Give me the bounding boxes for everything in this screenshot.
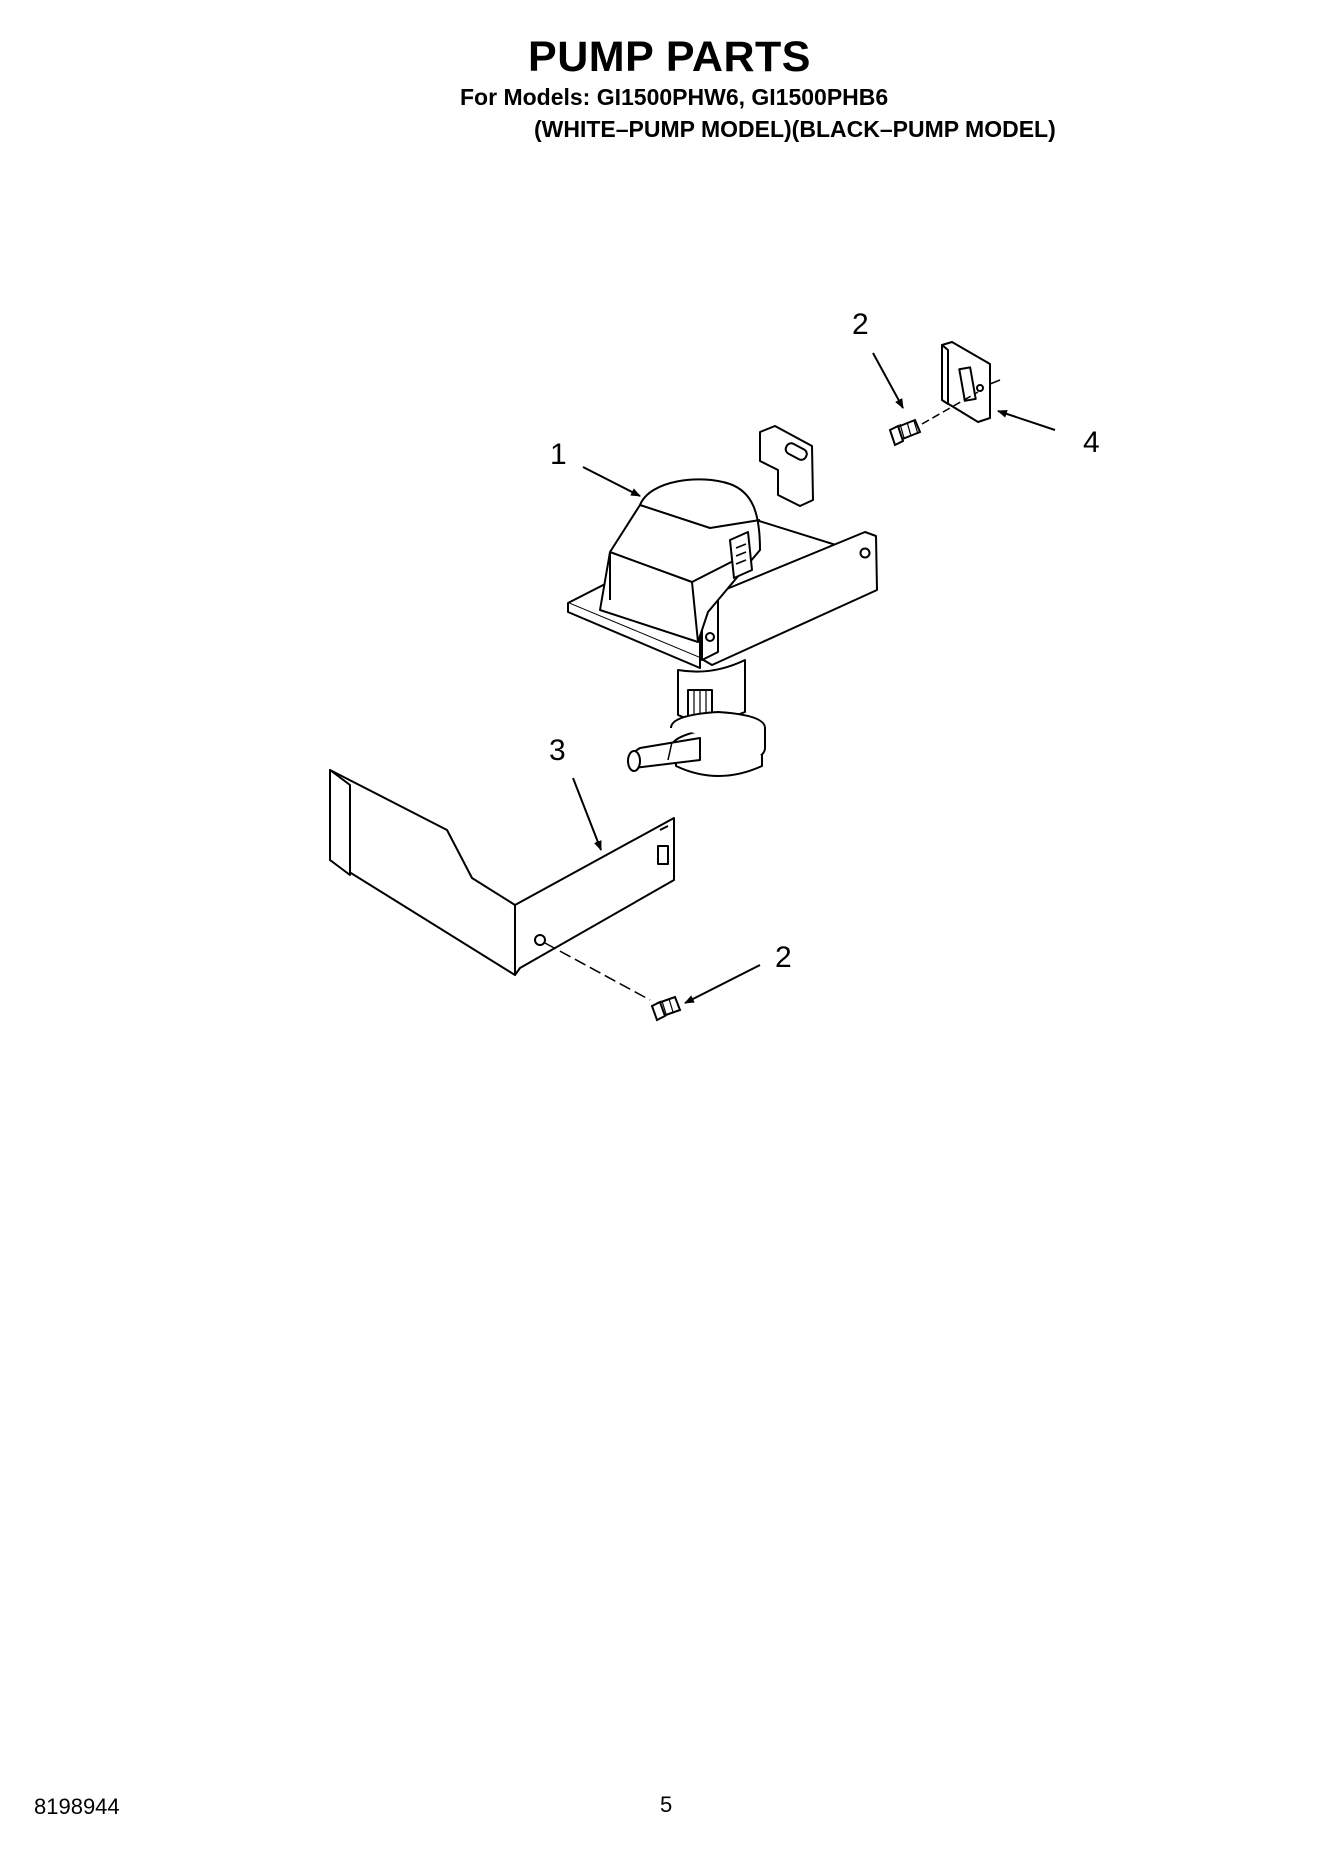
mounting-bracket: [941, 341, 1001, 423]
callout-leader-3: [572, 777, 602, 851]
screw-upper: [888, 418, 922, 447]
screw-lower: [650, 995, 682, 1022]
callout-4: 4: [1083, 426, 1100, 459]
variants-line: (WHITE–PUMP MODEL)(BLACK–PUMP MODEL): [534, 116, 1056, 142]
callout-2-upper: 2: [852, 308, 869, 341]
page-title: PUMP PARTS: [528, 33, 811, 81]
models-line: For Models: GI1500PHW6, GI1500PHB6: [460, 84, 889, 110]
callout-leader-1: [582, 466, 641, 497]
screw-upper-path: [921, 391, 979, 425]
callout-leader-2-lower: [684, 964, 761, 1004]
callout-leader-4: [997, 410, 1056, 431]
document-number: 8198944: [34, 1794, 120, 1819]
pump-cover: [329, 769, 675, 976]
callout-2-lower: 2: [775, 941, 792, 974]
page-number: 5: [660, 1792, 673, 1817]
screw-lower-path: [544, 942, 651, 1001]
callout-3: 3: [549, 734, 566, 767]
callout-1: 1: [550, 438, 567, 471]
pump-assembly: [567, 425, 878, 777]
callout-leader-2-upper: [872, 352, 904, 409]
